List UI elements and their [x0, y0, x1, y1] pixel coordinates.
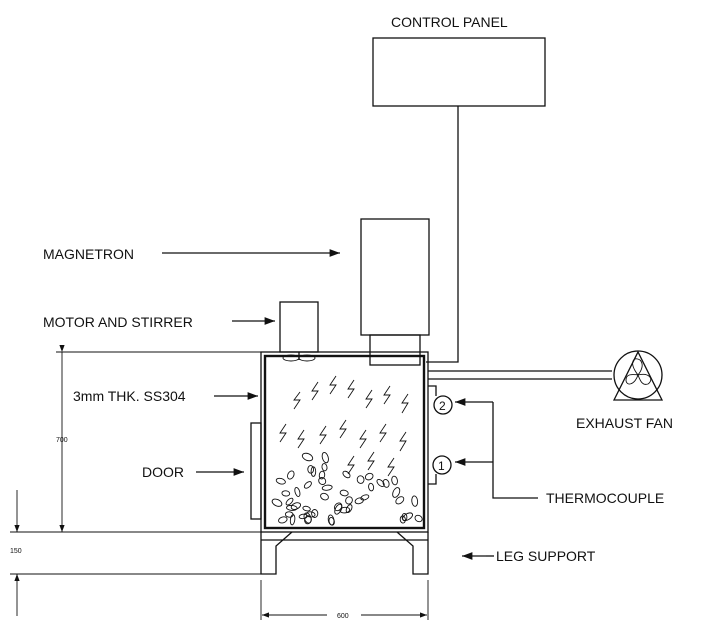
width-dimension [260, 580, 429, 620]
thermocouple-leaders [455, 398, 538, 499]
pellet [342, 470, 351, 479]
pellet [320, 492, 329, 501]
leg-support-label: LEG SUPPORT [496, 548, 596, 564]
pellet [271, 498, 283, 507]
pellet [311, 509, 319, 518]
thermocouple-2: 2 [428, 385, 453, 415]
pellet [302, 505, 311, 512]
pellet [321, 463, 328, 472]
pellet [307, 465, 315, 474]
pellet [281, 490, 291, 497]
control-panel-box [372, 37, 546, 107]
pellet [303, 481, 312, 489]
motor-box [279, 301, 319, 353]
pellet [382, 479, 390, 488]
pellet [289, 514, 296, 526]
pellet [321, 484, 333, 491]
microwave-radiation [279, 375, 409, 477]
pellet [356, 475, 365, 484]
pellet [345, 504, 353, 514]
pellet [318, 477, 327, 485]
thermocouple-2-number: 2 [439, 399, 446, 413]
pellet [345, 496, 353, 505]
height-dimension [10, 344, 261, 533]
magnetron-label: MAGNETRON [43, 246, 134, 262]
pellet [334, 503, 343, 515]
pellet [368, 482, 375, 492]
pellet [321, 451, 329, 464]
leg-height-dimension [10, 490, 261, 616]
pellet [294, 487, 301, 497]
magnetron-box [360, 218, 430, 336]
thermocouple-label: THERMOCOUPLE [546, 490, 664, 506]
pellet [278, 516, 288, 524]
cavity-inner-wall [263, 354, 426, 530]
width-dimension-value: 600 [337, 613, 349, 620]
pellet [339, 506, 351, 514]
control-panel-label: CONTROL PANEL [391, 14, 508, 30]
door-label: DOOR [142, 464, 184, 480]
cavity-outer-wall [260, 351, 429, 533]
thermocouple-1-number: 1 [438, 459, 445, 473]
control-cable [426, 106, 459, 363]
magnetron-waveguide [369, 334, 421, 366]
exhaust-fan [612, 350, 664, 401]
pellet [301, 452, 314, 462]
pellet [360, 494, 370, 501]
exhaust-fan-label: EXHAUST FAN [576, 415, 673, 431]
height-dimension-value: 700 [56, 437, 68, 444]
material-pellets [271, 451, 423, 526]
door-panel [250, 422, 262, 520]
pellet [414, 514, 423, 523]
pellet [376, 479, 385, 487]
pellet [391, 475, 398, 486]
fan-icon [625, 358, 652, 385]
thermocouple-1: 1 [428, 455, 452, 485]
pellet [401, 512, 408, 522]
motor-stirrer-label: MOTOR AND STIRRER [43, 314, 193, 330]
pellet [354, 497, 364, 505]
exhaust-duct [428, 370, 612, 380]
pellet [303, 512, 312, 524]
wall-label: 3mm THK. SS304 [73, 388, 186, 404]
pellet [392, 487, 401, 498]
pellet [275, 477, 286, 485]
pellet [285, 497, 294, 506]
leg-support-structure [260, 531, 429, 575]
leg-height-dimension-value: 150 [10, 548, 22, 555]
pellet [318, 470, 326, 480]
pellet [328, 517, 335, 526]
pellet [395, 496, 405, 505]
pellet [287, 470, 295, 480]
pellet [364, 472, 374, 481]
pellet [290, 502, 302, 510]
pellet [339, 489, 349, 497]
pellet [411, 495, 419, 507]
